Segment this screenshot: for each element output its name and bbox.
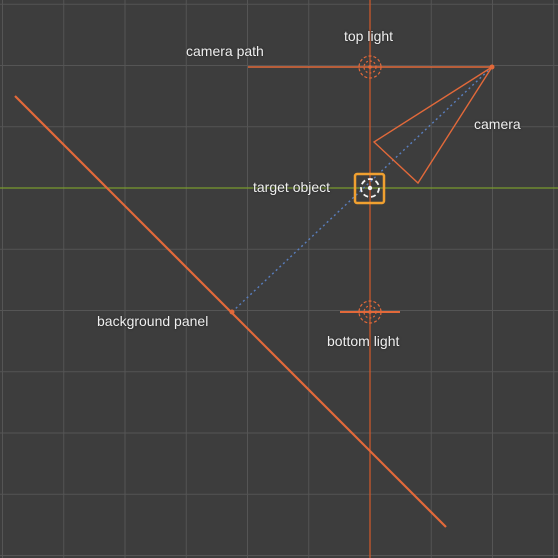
camera-icon[interactable] — [372, 64, 495, 185]
bottom-light-label: bottom light — [327, 333, 400, 349]
area-light-icon[interactable] — [340, 300, 400, 324]
camera-path-label: camera path — [186, 43, 264, 59]
target-object-label: target object — [253, 179, 331, 195]
camera-label: camera — [474, 116, 521, 132]
empty-target-icon[interactable] — [353, 172, 386, 205]
spot-light-icon[interactable] — [358, 55, 382, 79]
background-panel-label: background panel — [97, 313, 209, 329]
top-light-label: top light — [344, 28, 394, 44]
plane-icon[interactable] — [14, 95, 447, 528]
